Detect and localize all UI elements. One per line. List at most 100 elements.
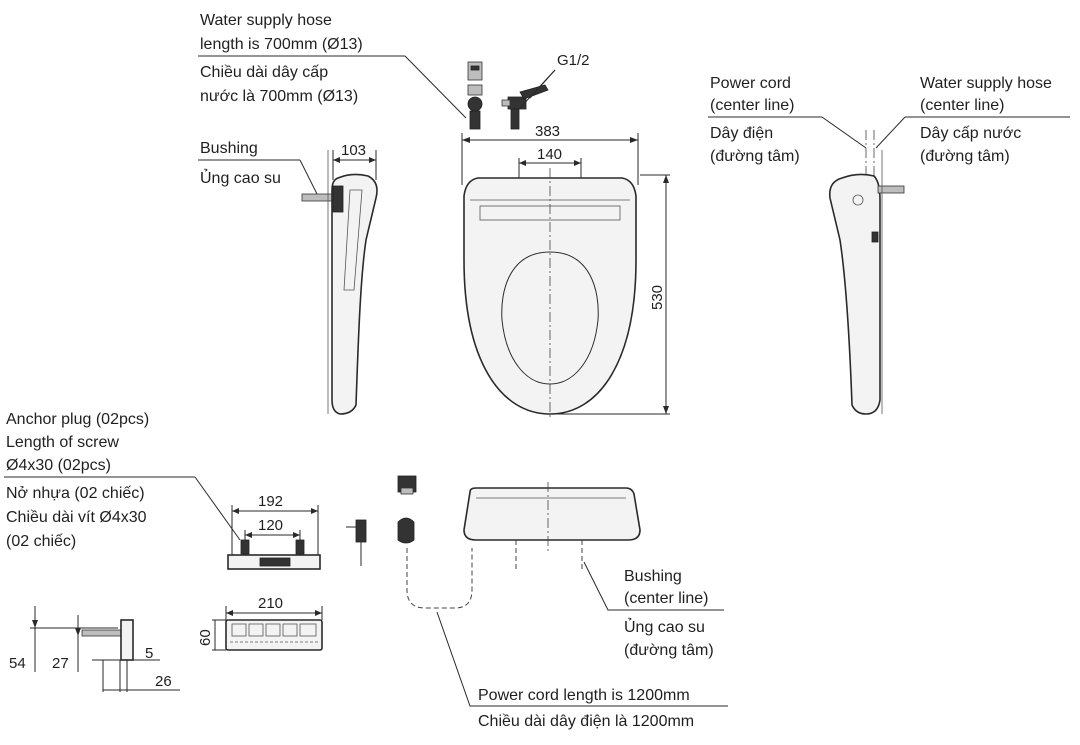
anchor-vi-2: Chiều dài vít Ø4x30 [6,509,147,526]
screw-left [240,539,250,555]
dim-103-arrow-r [369,157,376,163]
bushing-cl-label: Bushing (center line) Ủng cao su (đường … [583,561,724,659]
water-hose-en-2: length is 700mm (Ø13) [200,36,363,53]
dim-27: 27 [52,655,69,672]
anchor-label: Anchor plug (02pcs) Length of screw Ø4x3… [4,411,241,550]
power-length-en: Power cord length is 1200mm [478,687,690,704]
dim-383-arrow-r [630,137,638,143]
g-leader-2 [519,69,556,109]
fitting-stem [469,110,481,130]
plug-body [355,519,367,543]
dim-120-arrow-l [245,532,252,538]
dim-192-arrow-r [311,508,318,514]
g-valve-handle [519,84,549,100]
bushing-cl-en-2: (center line) [624,590,708,607]
dim-140-arrow-l [519,160,526,166]
water-cl-vi-2: (đường tâm) [920,148,1010,165]
power-cord-dashed [406,548,473,609]
dim-210-arrow-r [315,610,322,616]
side-body-left [331,173,378,415]
anchor-en-3: Ø4x30 (02pcs) [6,457,111,474]
bracket-bolt [81,629,123,637]
dim-54-arrow [32,620,38,628]
dim-5: 5 [145,645,153,662]
anchor-leader [194,476,241,541]
dim-26: 26 [155,673,172,690]
bushing-cl-vi-1: Ủng cao su [624,617,705,636]
remote-body [225,619,323,651]
side-panel-left [343,189,363,291]
dim-210-arrow-l [226,610,233,616]
plug-base-top [400,487,414,495]
dim-140-arrow-r [574,160,581,166]
power-length-leader [436,611,728,707]
side-view-right: Power cord (center line) Dây điện (đường… [708,75,1070,415]
front-body [463,487,641,541]
power-length-vi: Chiều dài dây điện là 1200mm [478,713,694,730]
dim-120-arrow-r [293,532,300,538]
dim-27-arrow [75,628,81,636]
remote-btn-2 [248,623,264,637]
dim-103-arrow-l [333,157,340,163]
power-plug [397,475,473,609]
g-thread-label: G1/2 [557,52,590,69]
remote-btn-3 [265,623,281,637]
remote-btn-5 [299,623,317,637]
anchor-en-1: Anchor plug (02pcs) [6,411,149,428]
holder-slot [259,557,291,567]
bushing-cl-vi-2: (đường tâm) [624,642,714,659]
dim-383: 383 [535,123,560,140]
power-cl-vi-1: Dây điện [710,125,773,142]
fitting-top [467,61,483,81]
remote-holder: 192 120 [227,493,321,570]
wall-bracket-dims: 54 27 5 26 [9,606,180,692]
bushing-leader [299,159,319,197]
water-cl-leader [875,116,906,149]
water-cl-vi-1: Dây cấp nước [920,125,1021,142]
dim-383-arrow-l [462,137,470,143]
water-hose-leader [404,55,467,119]
water-hose-en-1: Water supply hose [200,12,332,29]
right-pipe [877,185,905,194]
dim-54: 54 [9,655,26,672]
bushing-cl-leader [583,561,724,611]
side-control-left [332,185,344,213]
screw-right [295,539,305,555]
dim-192-arrow-l [232,508,239,514]
bushing-pipe [301,193,333,202]
bracket-plate [120,619,134,661]
fitting-top-detail [470,65,480,71]
fitting-nut [467,96,483,112]
dim-530-arrow-t [663,175,669,183]
right-connector [871,231,879,243]
dim-210: 210 [258,595,283,612]
dim-120: 120 [258,517,283,534]
power-cl-leader [821,116,867,149]
water-hose-vi-1: Chiều dài dây cấp [200,64,328,81]
dim-530-arrow-b [663,406,669,414]
water-cl-en-1: Water supply hose [920,75,1052,92]
side-body-right [828,173,881,415]
hose-fittings: G1/2 [467,52,590,130]
g-valve-body [507,96,527,110]
power-length-label: Power cord length is 1200mm Chiều dài dâ… [436,611,728,730]
anchor-vi-3: (02 chiếc) [6,533,76,550]
anchor-plug-part [346,519,367,566]
anchor-vi-1: Nở nhựa (02 chiếc) [6,485,145,502]
dim-140: 140 [537,146,562,163]
bushing-en: Bushing [200,140,258,157]
fitting-mid [467,84,483,96]
g-valve-port [501,99,511,107]
remote-btn-1 [231,623,247,637]
dim-60: 60 [197,629,214,646]
remote-control: 210 60 [197,595,323,651]
dim-530: 530 [649,285,666,310]
power-cl-en-2: (center line) [710,97,794,114]
right-knob [852,194,864,206]
seat-top-view: 383 140 530 [461,123,670,420]
dim-192: 192 [258,493,283,510]
bushing-cl-en-1: Bushing [624,568,682,585]
power-cl-en-1: Power cord [710,75,791,92]
